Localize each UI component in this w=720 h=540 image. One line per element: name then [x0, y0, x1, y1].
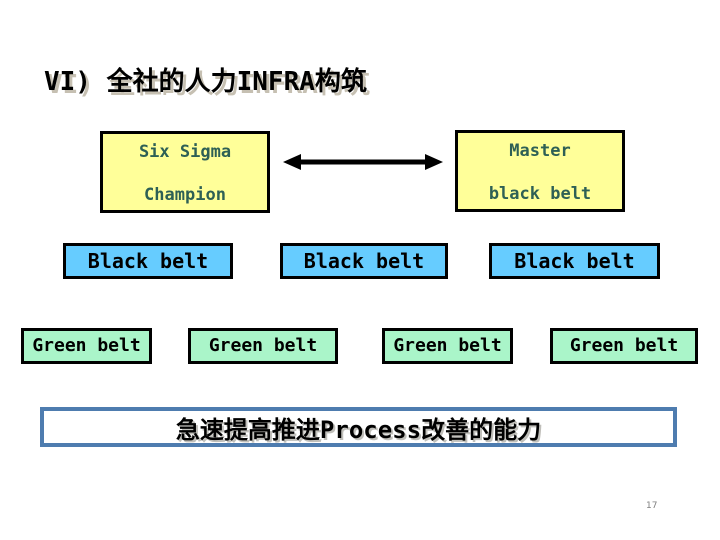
green-belt-label: Green belt	[32, 335, 141, 356]
champion-box-line2: Champion	[144, 185, 226, 205]
master-box-line1: Master	[509, 141, 571, 161]
green-belt-box: Green belt	[21, 328, 152, 364]
green-belt-box: Green belt	[382, 328, 513, 364]
black-belt-label: Black belt	[514, 249, 635, 273]
green-belt-label: Green belt	[208, 335, 318, 356]
slogan-text: 急速提高推进Process改善的能力	[175, 415, 542, 444]
black-belt-label: Black belt	[87, 249, 209, 273]
master-black-belt-box: Master black belt	[455, 130, 625, 212]
black-belt-box: Black belt	[489, 243, 660, 279]
champion-box-line1: Six Sigma	[138, 142, 232, 162]
green-belt-box: Green belt	[550, 328, 698, 364]
black-belt-label: Black belt	[303, 249, 425, 273]
master-box-line2: black belt	[488, 184, 592, 204]
green-belt-box: Green belt	[188, 328, 338, 364]
slogan-banner: 急速提高推进Process改善的能力	[40, 407, 677, 447]
champion-box: Six Sigma Champion	[100, 131, 270, 213]
page-number: 17	[646, 501, 658, 511]
green-belt-label: Green belt	[393, 335, 502, 356]
page-title: VI) 全社的人力INFRA构筑	[44, 67, 367, 97]
green-belt-label: Green belt	[569, 335, 679, 356]
double-arrow-icon	[282, 150, 444, 174]
black-belt-box: Black belt	[280, 243, 448, 279]
black-belt-box: Black belt	[63, 243, 233, 279]
